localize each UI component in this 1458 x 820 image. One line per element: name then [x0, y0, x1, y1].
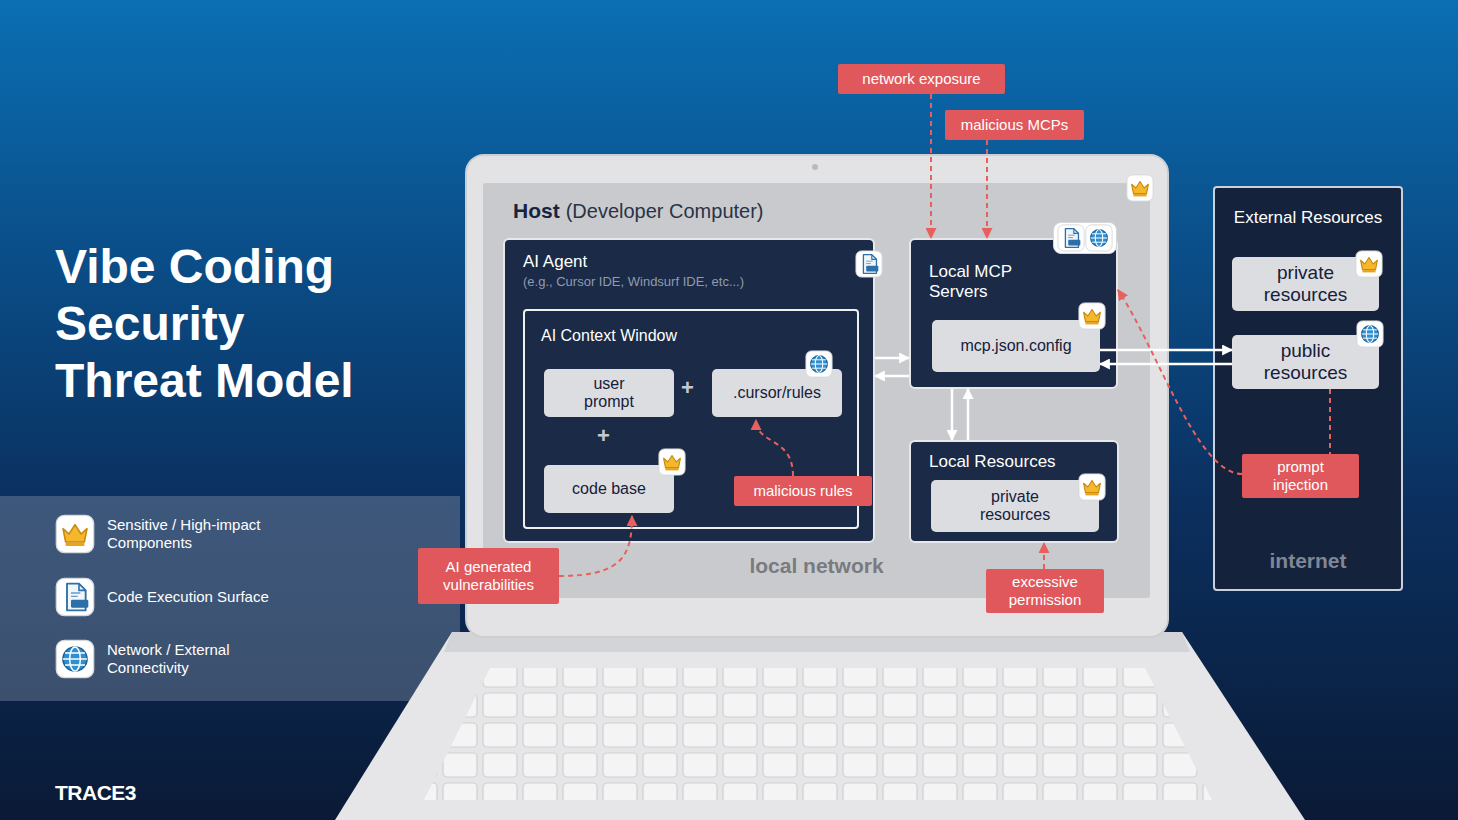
node-title: mcp.json.config	[960, 337, 1071, 355]
node-title: External Resources	[1215, 208, 1401, 228]
crown-icon	[1078, 302, 1106, 330]
node-subtitle: internet	[1215, 549, 1401, 573]
resource-box: mcp.json.config	[932, 320, 1100, 372]
node-title: Host	[513, 199, 560, 223]
resource-box: public resources	[1232, 335, 1379, 389]
node-title: malicious MCPs	[961, 116, 1069, 134]
node-title: public resources	[1253, 340, 1358, 384]
legend-text: Sensitive / High-impact Components	[107, 516, 292, 552]
node-title: network exposure	[862, 70, 980, 88]
node-title: .cursor/rules	[733, 384, 821, 402]
threat-arrow	[1043, 543, 1045, 569]
legend-text: Network / External Connectivity	[107, 641, 292, 677]
crown-icon	[658, 448, 686, 476]
threat-callout: prompt injection	[1242, 454, 1359, 498]
resource-box: private resources	[1232, 257, 1379, 311]
legend-icon	[55, 577, 95, 617]
resource-box: .cursor/rules	[712, 369, 842, 417]
host-screen: Host(Developer Computer)local networkAI …	[483, 183, 1150, 598]
flow-arrow	[1100, 363, 1232, 366]
resource-box: private resources	[931, 480, 1099, 532]
threat-arrow	[986, 140, 988, 238]
flow-arrow	[967, 389, 970, 440]
node-title: AI Context Window	[541, 327, 841, 345]
legend-text: Code Execution Surface	[107, 588, 292, 606]
node-title: Local MCP Servers	[929, 262, 1039, 303]
exe-icon	[1057, 224, 1085, 252]
threat-callout: malicious rules	[734, 476, 872, 506]
flow-arrow	[951, 389, 954, 440]
threat-callout: AI generated vulnerabilities	[418, 548, 559, 604]
exe-icon	[855, 250, 883, 278]
flow-arrow	[875, 375, 909, 378]
node-title: private resources	[1253, 262, 1358, 306]
node-title: AI Agent	[523, 252, 855, 272]
brand-logo: TRACE3	[55, 781, 136, 804]
threat-callout: malicious MCPs	[945, 110, 1084, 140]
crown-icon	[1355, 250, 1383, 278]
node-subtitle: (Developer Computer)	[566, 200, 764, 223]
node-title: Local Resources	[929, 452, 1099, 472]
internet-panel: External Resources internet private resour…	[1213, 186, 1403, 591]
resource-box: user prompt	[544, 369, 674, 417]
component-panel: Local MCP Servers mcp.json.config	[909, 238, 1118, 389]
node-title: code base	[572, 480, 646, 498]
node-subtitle: (e.g., Cursor IDE, Windsurf IDE, etc...)	[523, 274, 855, 289]
component-panel: Local Resources private resources	[909, 440, 1119, 543]
diagram-title: Vibe Coding Security Threat Model	[55, 238, 375, 409]
globe-icon	[1356, 320, 1384, 348]
globe-icon	[805, 350, 833, 378]
node-title: user prompt	[574, 375, 644, 412]
node-title: excessive permission	[995, 573, 1095, 608]
legend-icon	[55, 639, 95, 679]
node-title: malicious rules	[753, 482, 852, 500]
globe-icon	[1085, 224, 1113, 252]
flow-arrow	[1100, 349, 1232, 352]
node-title: AI generated vulnerabilities	[426, 558, 551, 593]
crown-icon	[1078, 473, 1106, 501]
flow-arrow	[875, 357, 909, 360]
node-title: private resources	[965, 488, 1065, 525]
node-title: prompt injection	[1256, 458, 1346, 493]
resource-box: code base	[544, 465, 674, 513]
crown-icon	[1126, 174, 1154, 202]
network-zone-label: internet	[1215, 549, 1401, 573]
threat-callout: excessive permission	[986, 569, 1104, 613]
host-header: Host (Developer Computer)	[513, 199, 764, 223]
threat-callout: network exposure	[838, 64, 1005, 94]
plus-sign: +	[597, 424, 610, 448]
legend-icon	[55, 514, 95, 554]
plus-sign: +	[681, 376, 694, 400]
